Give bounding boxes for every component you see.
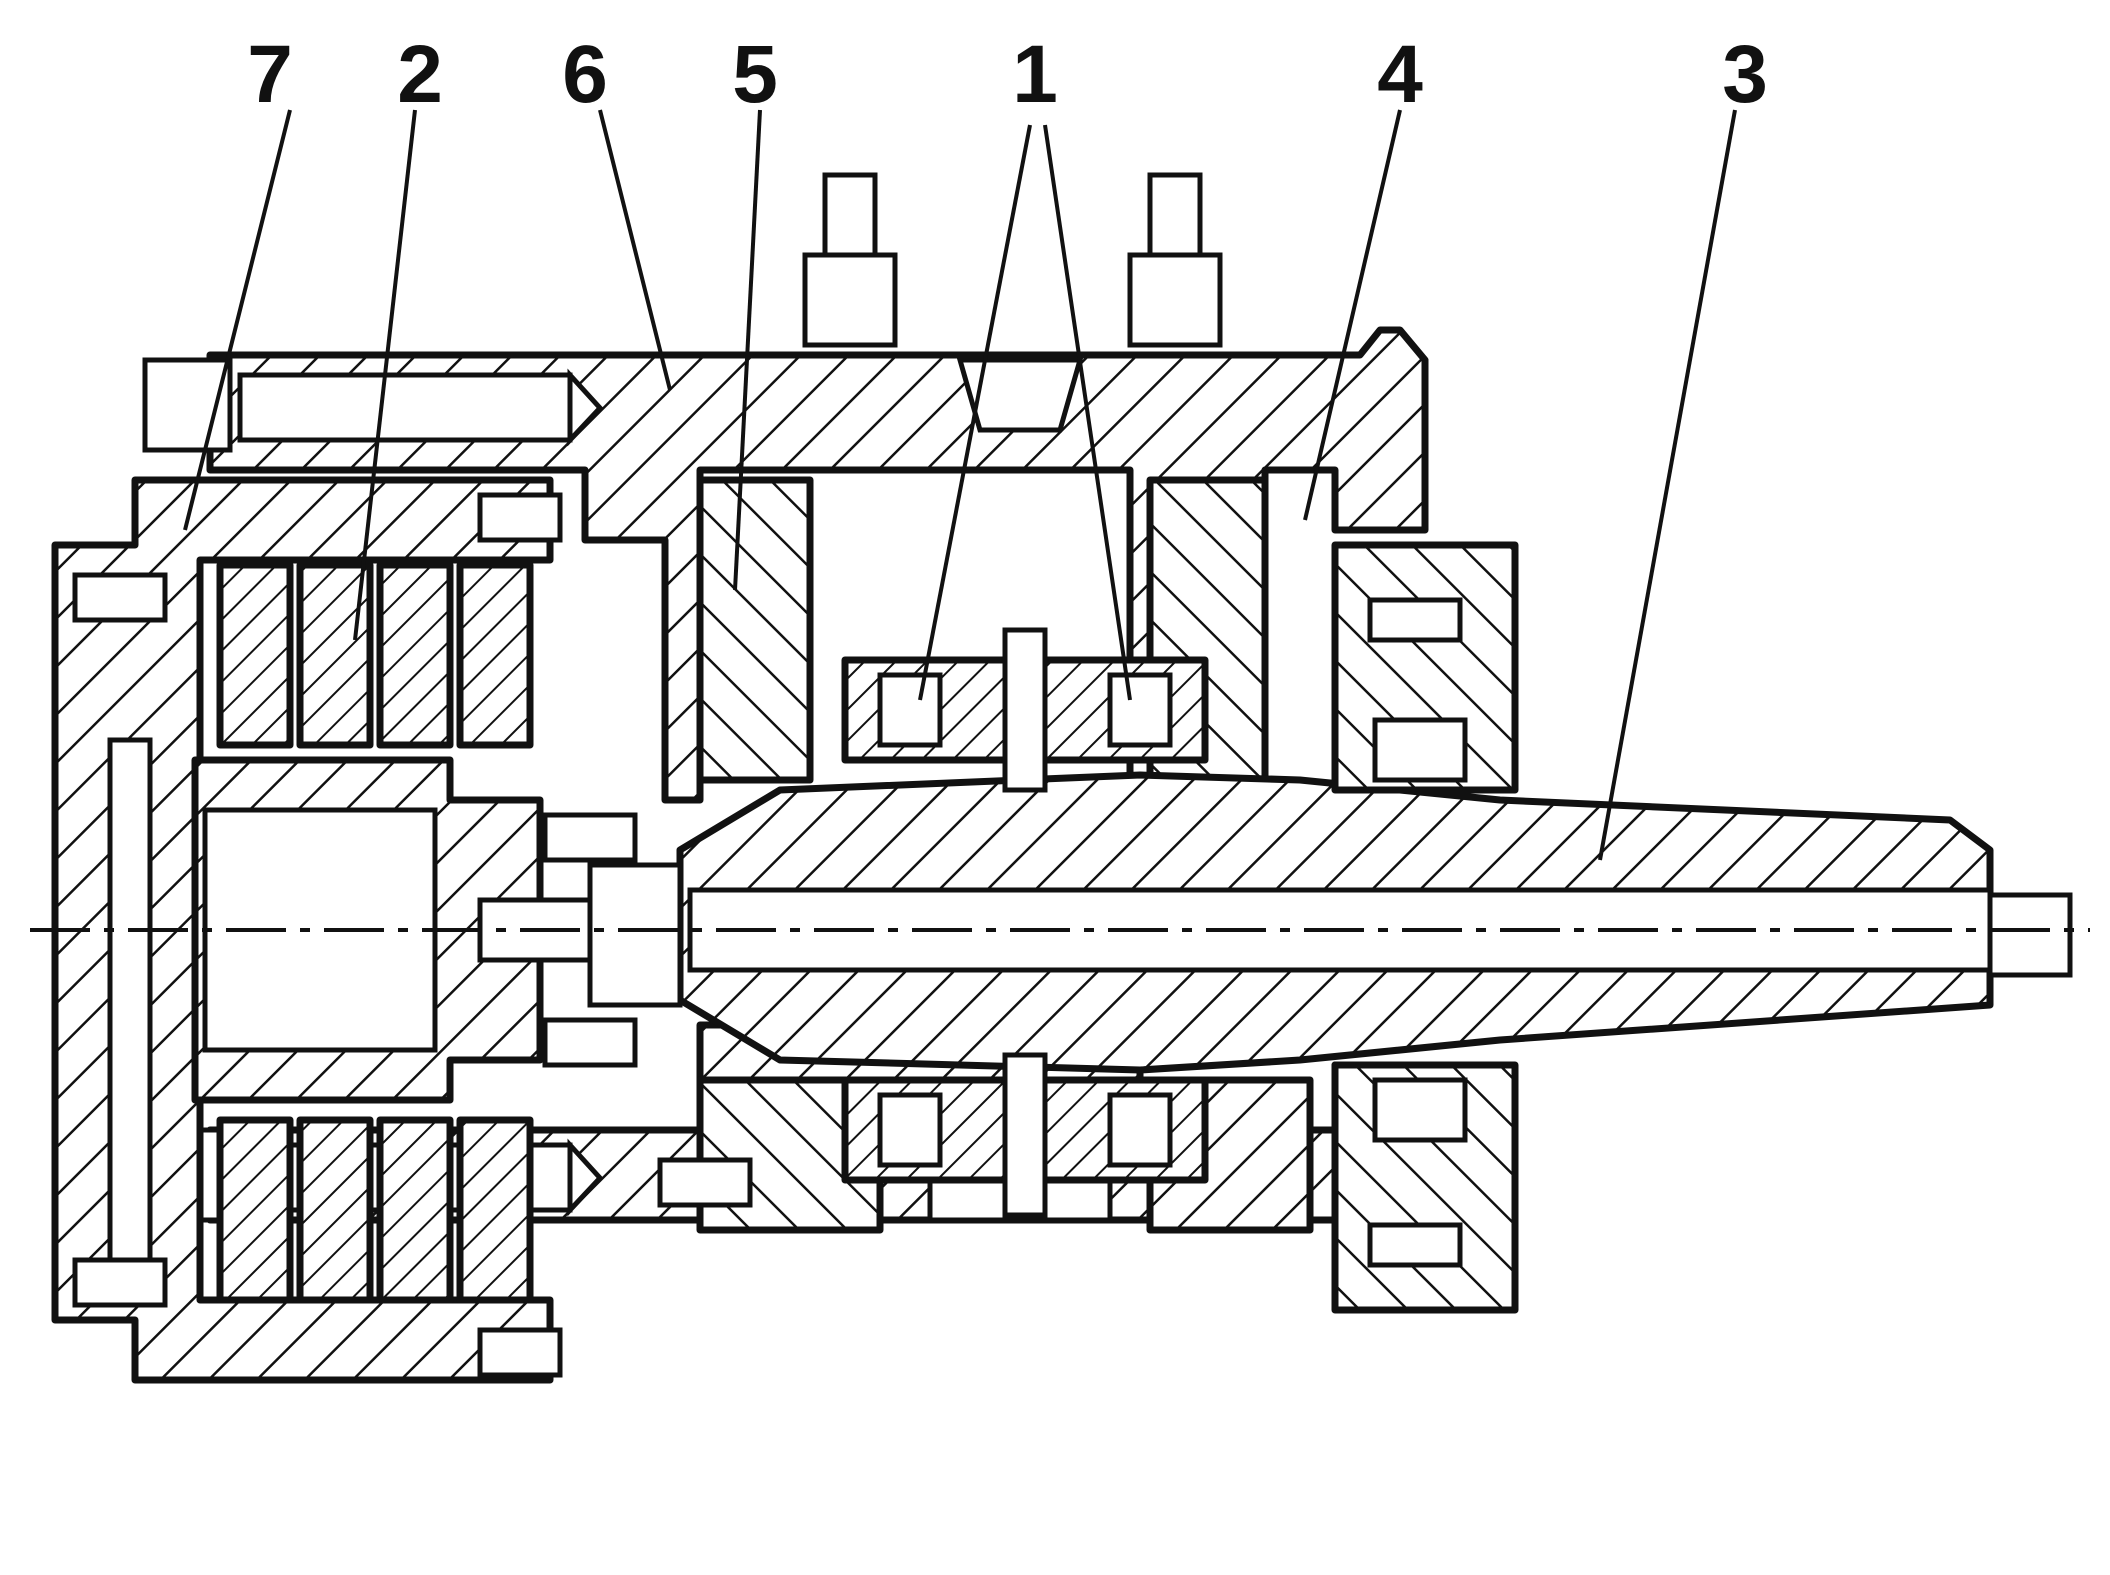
right-bearing [1331,541,1519,1314]
label-2: 2 [397,29,443,120]
inlet-ports [802,172,1223,433]
label-4: 4 [1377,29,1423,120]
screws [72,492,753,1378]
shaft [477,771,2073,1074]
label-1: 1 [1012,29,1058,120]
leader-lines [183,109,1737,861]
rollers [841,627,1209,1218]
part-labels: 7 2 6 5 1 4 3 [247,29,1768,120]
spring-stack [216,561,534,1304]
label-3: 3 [1722,29,1768,120]
label-5: 5 [732,29,778,120]
label-7: 7 [247,29,293,120]
left-end-cover [51,476,554,1384]
label-6: 6 [562,29,608,120]
